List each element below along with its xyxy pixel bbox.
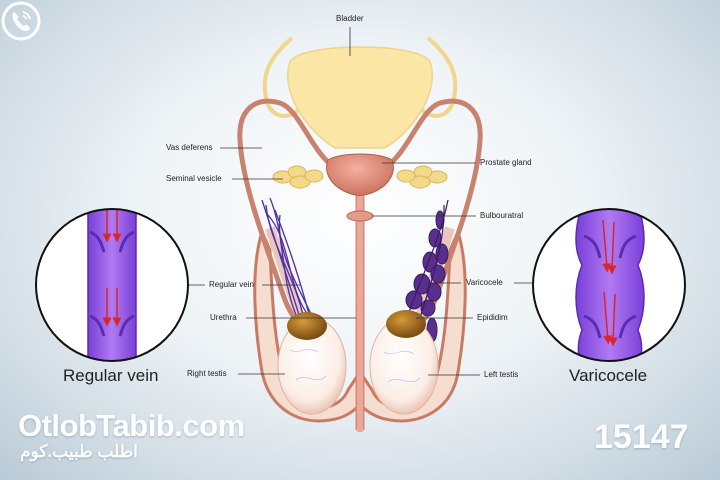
right-epididymis bbox=[287, 312, 327, 340]
label-urethra: Urethra bbox=[210, 313, 237, 323]
caption-regular-vein: Regular vein bbox=[63, 366, 158, 386]
label-varicocele: Varicocele bbox=[466, 278, 503, 288]
left-epididymis bbox=[386, 310, 426, 338]
label-regular-vein: Regular vein bbox=[209, 280, 254, 290]
regular-vein-inset bbox=[36, 200, 188, 370]
label-prostate-gland: Prostate gland bbox=[480, 158, 532, 168]
label-left-testis: Left testis bbox=[484, 370, 518, 380]
hotline-number: 15147 bbox=[594, 418, 689, 457]
bulbourethral-gland bbox=[347, 211, 373, 221]
label-seminal-vesicle: Seminal vesicle bbox=[166, 174, 222, 184]
varicocele-inset bbox=[533, 205, 685, 372]
brand-logo-text: OtlobTabib.com bbox=[18, 408, 245, 444]
label-bulbouratral: Bulbouratral bbox=[480, 211, 523, 221]
caption-varicocele: Varicocele bbox=[569, 366, 647, 386]
label-bladder: Bladder bbox=[336, 14, 364, 24]
brand-logo-arabic: اطلب طبيب.كوم bbox=[20, 442, 138, 462]
phone-icon bbox=[0, 0, 42, 42]
label-right-testis: Right testis bbox=[187, 369, 227, 379]
label-vas-deferens: Vas deferens bbox=[166, 143, 213, 153]
label-epididim: Epididim bbox=[477, 313, 508, 323]
prostate-gland bbox=[327, 154, 394, 196]
